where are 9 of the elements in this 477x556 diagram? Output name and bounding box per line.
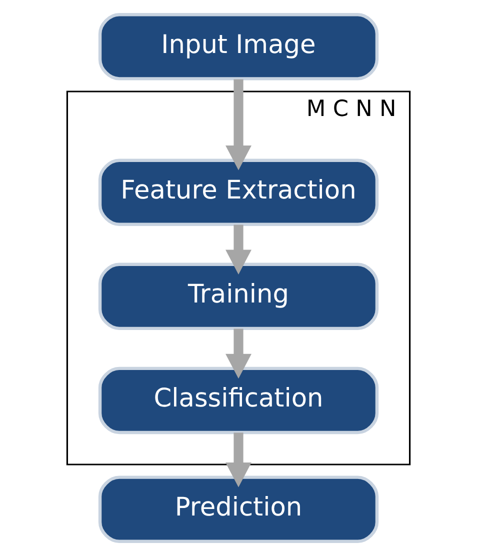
- node-box: Input Image: [98, 13, 379, 80]
- arrow: [226, 432, 252, 488]
- node-box: Feature Extraction: [98, 158, 379, 226]
- arrow: [226, 224, 252, 275]
- node-box: Training: [98, 262, 379, 330]
- arrow: [226, 79, 252, 170]
- arrow: [226, 328, 252, 379]
- node-box: Prediction: [98, 476, 379, 543]
- node-box: Classification: [98, 366, 379, 434]
